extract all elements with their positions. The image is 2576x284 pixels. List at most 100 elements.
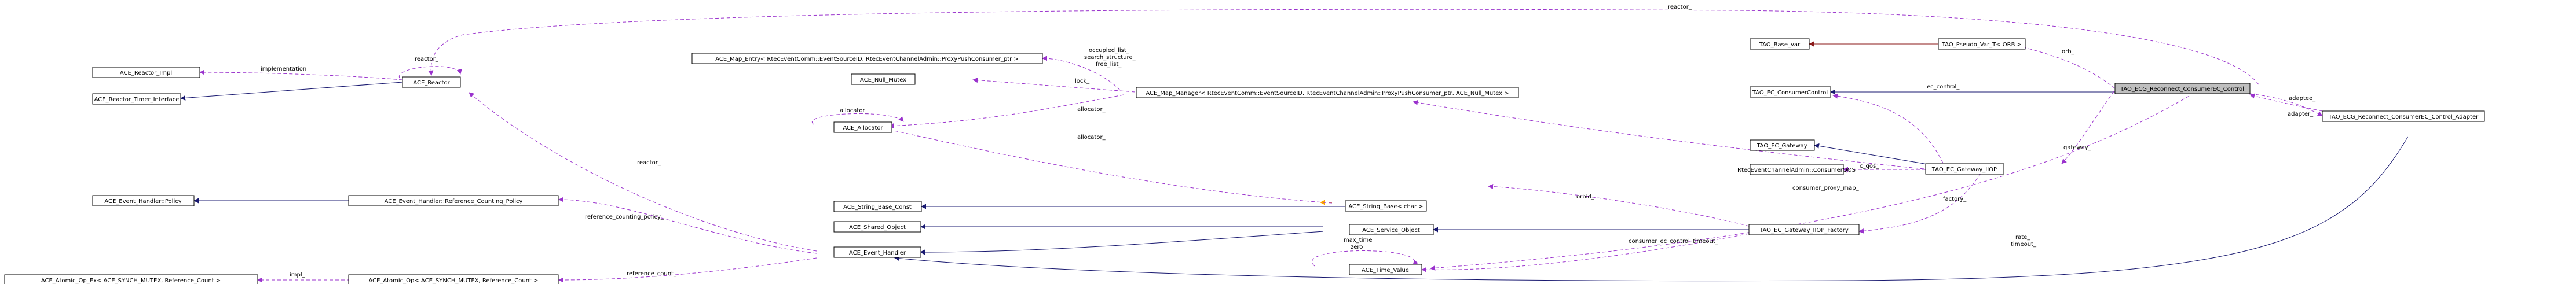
node-tao-ec-consumer-control[interactable]: TAO_EC_ConsumerControl xyxy=(1750,86,1831,98)
svg-text:TAO_EC_Gateway: TAO_EC_Gateway xyxy=(1756,143,1807,149)
edge-label-search-structure: search_structure_ xyxy=(1084,54,1136,61)
edge-map-entry xyxy=(1042,56,1121,91)
node-ace-allocator[interactable]: ACE_Allocator xyxy=(833,121,892,133)
node-tao-base-var[interactable]: TAO_Base_var xyxy=(1750,38,1810,50)
svg-text:ACE_Event_Handler::Policy: ACE_Event_Handler::Policy xyxy=(104,198,181,205)
edge-label-consumer-timeout: consumer_ec_control_timeout_ xyxy=(1629,238,1719,245)
edge-orb xyxy=(2009,42,2116,89)
edge-reactor-top xyxy=(428,9,2259,85)
edge-label-ref-counting-policy: reference_counting_policy_ xyxy=(585,214,664,220)
edge-rate-timeout xyxy=(1430,95,2190,271)
node-ace-event-handler-policy[interactable]: ACE_Event_Handler::Policy xyxy=(92,195,195,206)
node-ace-map-entry[interactable]: ACE_Map_Entry< RtecEventComm::EventSourc… xyxy=(691,53,1043,64)
node-tao-ecg-reconnect-adapter[interactable]: TAO_ECG_Reconnect_ConsumerEC_Control_Ada… xyxy=(2322,110,2485,122)
svg-text:TAO_EC_ConsumerControl: TAO_EC_ConsumerControl xyxy=(1752,90,1828,96)
edge-labels: orb_ reactor_ reactor_ implementation oc… xyxy=(261,4,2316,278)
node-tao-ec-gateway-iiop-factory[interactable]: TAO_EC_Gateway_IIOP_Factory xyxy=(1748,224,1860,235)
edge-allocator-self xyxy=(811,113,904,125)
node-tao-ec-gateway[interactable]: TAO_EC_Gateway xyxy=(1750,139,1815,151)
edge-consumer-timeout xyxy=(1421,233,1750,272)
svg-text:ACE_Event_Handler::Reference_C: ACE_Event_Handler::Reference_Counting_Po… xyxy=(385,198,523,205)
edge-adapter xyxy=(2249,93,2323,116)
node-ace-eh-ref-counting-policy[interactable]: ACE_Event_Handler::Reference_Counting_Po… xyxy=(348,195,559,206)
svg-text:ACE_Map_Entry< RtecEventComm::: ACE_Map_Entry< RtecEventComm::EventSourc… xyxy=(715,56,1019,62)
node-ace-reactor-timer-interface[interactable]: ACE_Reactor_Timer_Interface xyxy=(92,93,181,105)
svg-text:TAO_Pseudo_Var_T< ORB >: TAO_Pseudo_Var_T< ORB > xyxy=(1941,42,2022,48)
edge-lock xyxy=(972,78,1136,93)
edge-consumer-proxy-map xyxy=(1413,99,1942,171)
node-ace-event-handler[interactable]: ACE_Event_Handler xyxy=(833,246,921,258)
node-ace-atomic-op[interactable]: ACE_Atomic_Op< ACE_SYNCH_MUTEX, Referenc… xyxy=(348,274,559,284)
edge-label-max-time: max_time xyxy=(1344,237,1372,244)
edge-label-free-list: free_list_ xyxy=(1096,61,1122,68)
svg-text:TAO_EC_Gateway_IIOP: TAO_EC_Gateway_IIOP xyxy=(1931,167,1997,173)
edge-gateway-inh xyxy=(1814,143,1942,167)
edge-label-orb: orb_ xyxy=(2062,49,2075,55)
edge-label-factory: factory_ xyxy=(1943,196,1967,202)
node-ace-map-manager[interactable]: ACE_Map_Manager< RtecEventComm::EventSou… xyxy=(1136,87,1519,98)
edge-label-occupied-list: occupied_list_ xyxy=(1089,47,1130,54)
node-ace-string-base-char[interactable]: ACE_String_Base< char > xyxy=(1345,200,1427,212)
node-ace-shared-object[interactable]: ACE_Shared_Object xyxy=(833,221,921,233)
svg-text:ACE_Shared_Object: ACE_Shared_Object xyxy=(849,224,906,231)
svg-text:TAO_ECG_Reconnect_ConsumerEC_C: TAO_ECG_Reconnect_ConsumerEC_Control_Ada… xyxy=(2328,114,2479,120)
node-tao-ecg-reconnect-control[interactable]: TAO_ECG_Reconnect_ConsumerEC_Control xyxy=(2114,83,2251,94)
edge-label-allocator-map: allocator_ xyxy=(1077,106,1106,113)
node-ace-atomic-op-ex[interactable]: ACE_Atomic_Op_Ex< ACE_SYNCH_MUTEX, Refer… xyxy=(4,274,258,284)
svg-text:ACE_Time_Value: ACE_Time_Value xyxy=(1362,267,1409,274)
svg-text:ACE_Reactor: ACE_Reactor xyxy=(413,80,450,86)
svg-text:ACE_Event_Handler: ACE_Event_Handler xyxy=(849,250,906,256)
edge-orbid xyxy=(1488,184,1750,227)
svg-text:ACE_Null_Mutex: ACE_Null_Mutex xyxy=(860,77,906,83)
node-rtec-consumer-qos[interactable]: RtecEventChannelAdmin::ConsumerQOS xyxy=(1737,164,1856,175)
edge-label-allocator-string: allocator_ xyxy=(1077,134,1106,141)
svg-text:ACE_Atomic_Op_Ex< ACE_SYNCH_MU: ACE_Atomic_Op_Ex< ACE_SYNCH_MUTEX, Refer… xyxy=(41,278,221,284)
edge-label-lock: lock_ xyxy=(1075,78,1090,84)
svg-text:ACE_Allocator: ACE_Allocator xyxy=(843,125,883,131)
edge-allocator-map xyxy=(888,94,1124,129)
node-tao-pseudo-var[interactable]: TAO_Pseudo_Var_T< ORB > xyxy=(1938,38,2026,50)
edge-ec-control xyxy=(1832,93,1944,164)
edge-label-reactor-left: reactor_ xyxy=(637,160,661,166)
edge-label-reactor-top: reactor_ xyxy=(1668,4,1692,10)
edge-factory xyxy=(1858,173,1981,234)
edge-label-rate: rate_ xyxy=(2015,234,2030,241)
svg-text:ACE_Service_Object: ACE_Service_Object xyxy=(1362,227,1420,234)
edge-implementation xyxy=(199,69,403,80)
edge-event-handler-inh xyxy=(920,231,1324,255)
edge-label-c-qos: c_qos_ xyxy=(1860,163,1879,169)
node-ace-null-mutex[interactable]: ACE_Null_Mutex xyxy=(851,73,916,85)
edge-label-adapter: adapter_ xyxy=(2288,111,2314,117)
edge-label-adaptee: adaptee_ xyxy=(2289,95,2316,102)
edge-gateway xyxy=(2061,91,2114,164)
edge-label-ec-control: ec_control_ xyxy=(1927,84,1960,90)
edge-label-orbid: orbid_ xyxy=(1576,194,1595,200)
svg-text:ACE_Atomic_Op< ACE_SYNCH_MUTEX: ACE_Atomic_Op< ACE_SYNCH_MUTEX, Referenc… xyxy=(368,278,538,284)
node-ace-reactor-impl[interactable]: ACE_Reactor_Impl xyxy=(92,67,200,78)
edge-label-impl: impl_ xyxy=(290,272,306,278)
node-ace-string-base-const[interactable]: ACE_String_Base_Const xyxy=(833,201,922,212)
edge-label-allocator-self: allocator_ xyxy=(840,108,869,114)
edge-reactor-left xyxy=(469,92,817,252)
edge-label-implementation: implementation xyxy=(261,66,306,72)
node-ace-reactor[interactable]: ACE_Reactor xyxy=(402,76,461,88)
edge-label-zero: zero xyxy=(1351,244,1363,250)
node-tao-ec-gateway-iiop[interactable]: TAO_EC_Gateway_IIOP xyxy=(1925,163,2004,175)
edge-label-gateway: gateway_ xyxy=(2063,145,2092,151)
nodes: TAO_Base_var TAO_Pseudo_Var_T< ORB > TAO… xyxy=(4,38,2485,284)
node-ace-time-value[interactable]: ACE_Time_Value xyxy=(1349,264,1422,275)
svg-text:ACE_String_Base_Const: ACE_String_Base_Const xyxy=(843,204,912,211)
svg-text:ACE_Reactor_Timer_Interface: ACE_Reactor_Timer_Interface xyxy=(94,97,180,103)
edge-label-reference-count: reference_count_ xyxy=(627,271,677,277)
svg-text:ACE_Map_Manager< RtecEventComm: ACE_Map_Manager< RtecEventComm::EventSou… xyxy=(1146,90,1509,97)
edge-label-consumer-proxy-map: consumer_proxy_map_ xyxy=(1792,185,1860,191)
edge-label-reactor-self: reactor_ xyxy=(415,56,439,62)
edges xyxy=(180,9,2409,283)
edge-adapter-to-event-handler xyxy=(894,136,2409,282)
svg-text:ACE_String_Base< char >: ACE_String_Base< char > xyxy=(1348,204,1423,210)
svg-text:TAO_ECG_Reconnect_ConsumerEC_C: TAO_ECG_Reconnect_ConsumerEC_Control xyxy=(2120,86,2244,93)
svg-text:TAO_EC_Gateway_IIOP_Factory: TAO_EC_Gateway_IIOP_Factory xyxy=(1759,227,1849,234)
edge-allocator-string xyxy=(885,127,1333,204)
node-ace-service-object[interactable]: ACE_Service_Object xyxy=(1349,224,1434,235)
